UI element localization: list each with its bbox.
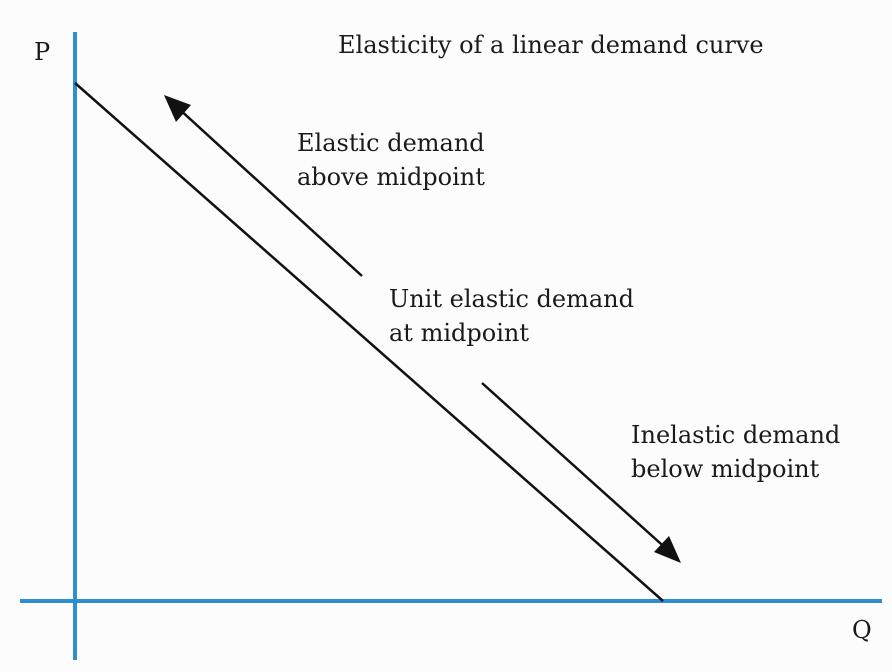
- elastic-annotation-line1: Elastic demand: [297, 129, 485, 157]
- inelastic-arrow: [481, 382, 671, 553]
- inelastic-annotation-line2: below midpoint: [631, 455, 820, 483]
- unit-annotation-line1: Unit elastic demand: [389, 285, 634, 313]
- inelastic-arrowhead: [654, 536, 681, 563]
- elastic-arrow: [165, 96, 363, 277]
- x-axis-label: Q: [852, 616, 872, 644]
- inelastic-annotation-line1: Inelastic demand: [631, 421, 841, 449]
- diagram-title: Elasticity of a linear demand curve: [338, 31, 764, 59]
- y-axis-label: P: [34, 38, 51, 66]
- demand-curve: [74, 82, 664, 602]
- elastic-arrowhead: [164, 95, 191, 122]
- elastic-annotation-line2: above midpoint: [297, 163, 485, 191]
- unit-annotation-line2: at midpoint: [389, 319, 529, 347]
